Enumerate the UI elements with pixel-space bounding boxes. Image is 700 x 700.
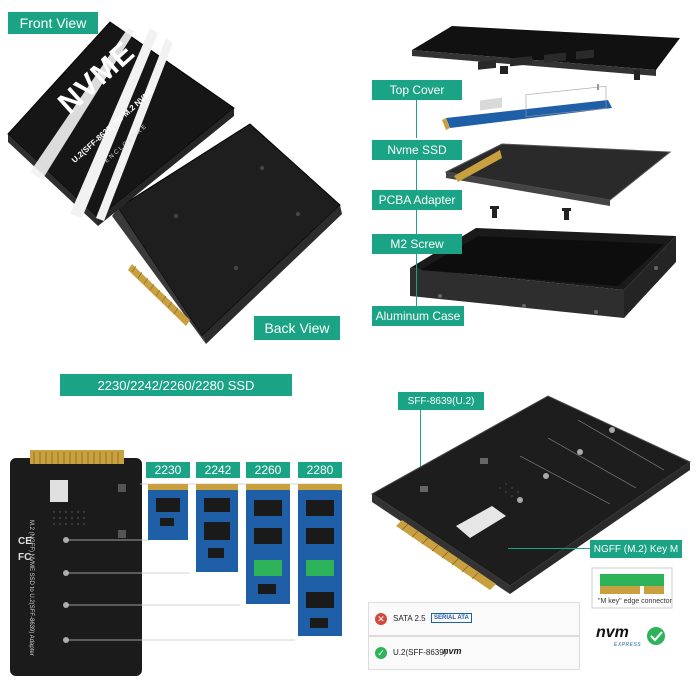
top-cover-label: Top Cover xyxy=(372,80,462,100)
nvme-ssd-label: Nvme SSD xyxy=(372,140,462,160)
m2-screw-label: M2 Screw xyxy=(372,234,462,254)
cross-icon: ✕ xyxy=(375,613,387,625)
sff-8639-label: SFF-8639(U.2) xyxy=(398,392,484,410)
check-icon xyxy=(647,627,665,645)
size-tag-2260: 2260 xyxy=(246,462,290,478)
legend-row-sata: ✕ SATA 2.5 SERIAL ATA xyxy=(368,602,580,636)
pcba-adapter-part xyxy=(444,85,672,206)
legend-label: SATA 2.5 xyxy=(393,614,426,623)
board-ce-mark: CE xyxy=(18,536,32,547)
aluminum-case-label: Aluminum Case xyxy=(372,306,464,326)
front-view-label: Front View xyxy=(8,12,98,34)
m2-screws xyxy=(450,192,571,220)
ssd-2242 xyxy=(196,484,238,572)
leader-line xyxy=(416,210,417,234)
nvme-ssd-part xyxy=(442,49,612,130)
enclosure-back xyxy=(112,123,342,344)
leader-line xyxy=(508,548,590,549)
nvm-badge: nvm xyxy=(443,646,462,656)
length-guides xyxy=(66,483,336,641)
ssd-2280 xyxy=(298,484,342,636)
leader-line xyxy=(420,410,421,494)
size-tag-2280: 2280 xyxy=(298,462,342,478)
legend-label: U.2(SFF-8639) xyxy=(393,648,447,657)
pcba-adapter-label: PCBA Adapter xyxy=(372,190,462,210)
ssd-2260 xyxy=(246,484,290,604)
ngff-key-m-label: NGFF (M.2) Key M xyxy=(590,540,682,558)
nvm-express-sub: EXPRESS xyxy=(614,642,642,648)
size-tag-2242: 2242 xyxy=(196,462,240,478)
m-key-caption: "M key" edge connector xyxy=(598,598,672,605)
sata-badge: SERIAL ATA xyxy=(431,613,472,623)
ssd-sizes-label: 2230/2242/2260/2280 SSD xyxy=(60,374,292,396)
top-cover-part xyxy=(412,26,680,80)
leader-line xyxy=(416,100,417,138)
nvm-express-logo: nvm xyxy=(596,624,629,641)
board-fc-mark: FC xyxy=(18,552,32,563)
leader-line xyxy=(416,160,417,190)
legend-row-u2: ✓ U.2(SFF-8639) nvm xyxy=(368,636,580,670)
size-tag-2230: 2230 xyxy=(146,462,190,478)
back-view-label: Back View xyxy=(254,316,340,340)
check-icon: ✓ xyxy=(375,647,387,659)
ssd-2230 xyxy=(148,484,188,540)
leader-line xyxy=(416,254,417,306)
